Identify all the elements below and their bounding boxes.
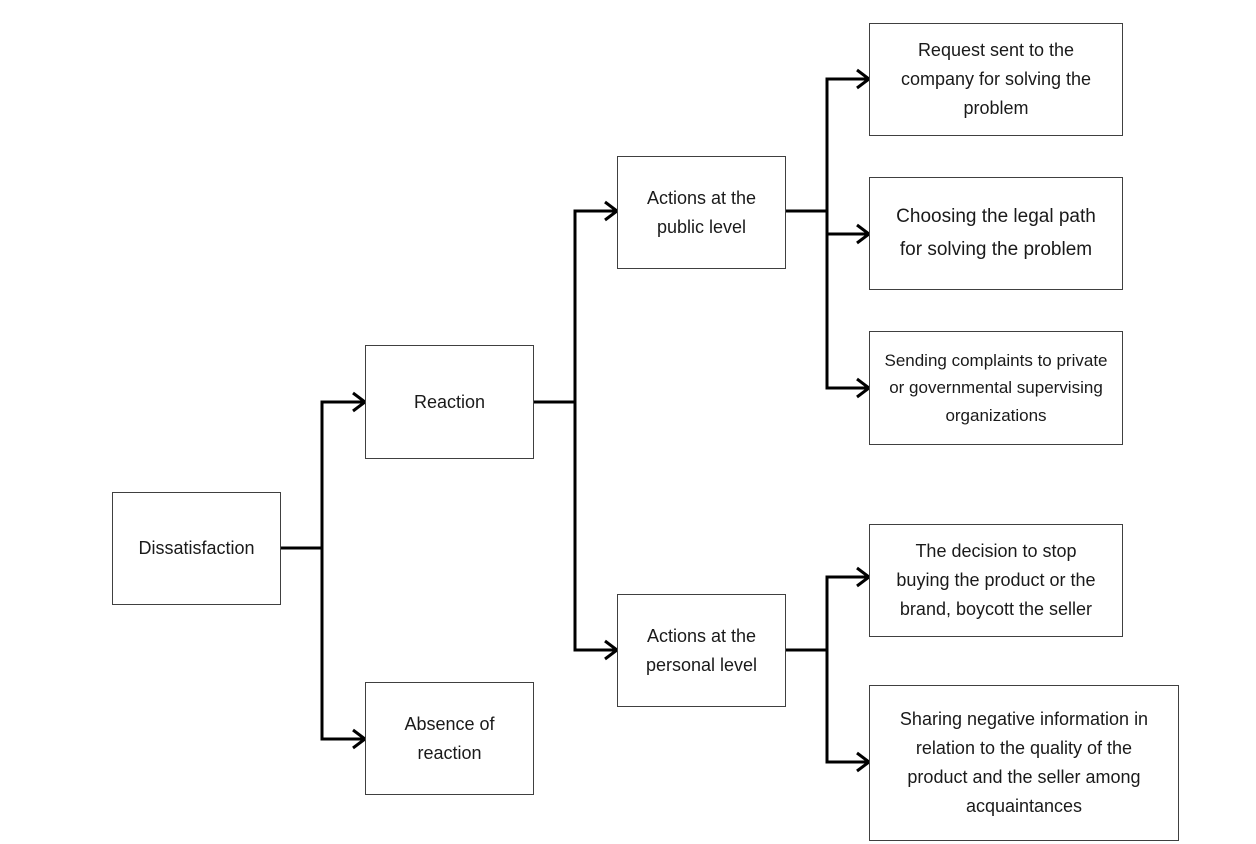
node-public-level-label: Actions at the public level bbox=[646, 187, 757, 237]
node-absence-of-reaction-label: Absence of reaction bbox=[404, 713, 495, 763]
node-dissatisfaction-label: Dissatisfaction bbox=[138, 538, 255, 559]
node-personal-level: Actions at the personal level bbox=[617, 594, 786, 707]
node-stop-buying: The decision to stop buying the product … bbox=[869, 524, 1123, 637]
node-public-level: Actions at the public level bbox=[617, 156, 786, 269]
node-complaints: Sending complaints to private or governm… bbox=[869, 331, 1123, 445]
node-request-company: Request sent to the company for solving … bbox=[869, 23, 1123, 136]
node-reaction-label: Reaction bbox=[413, 391, 486, 412]
node-share-negative-label: Sharing negative information in relation… bbox=[899, 709, 1149, 816]
node-share-negative: Sharing negative information in relation… bbox=[869, 685, 1179, 841]
node-dissatisfaction: Dissatisfaction bbox=[112, 492, 281, 605]
node-personal-level-label: Actions at the personal level bbox=[645, 625, 758, 675]
node-complaints-label: Sending complaints to private or governm… bbox=[884, 350, 1108, 425]
node-stop-buying-label: The decision to stop buying the product … bbox=[896, 541, 1096, 619]
node-request-company-label: Request sent to the company for solving … bbox=[900, 40, 1092, 118]
node-legal-path-label: Choosing the legal path for solving the … bbox=[896, 206, 1096, 260]
node-legal-path: Choosing the legal path for solving the … bbox=[869, 177, 1123, 290]
node-absence-of-reaction: Absence of reaction bbox=[365, 682, 534, 795]
node-reaction: Reaction bbox=[365, 345, 534, 459]
